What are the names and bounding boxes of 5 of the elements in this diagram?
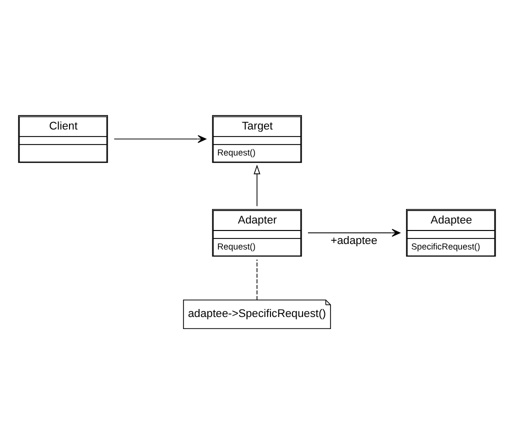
arrow — [253, 164, 260, 206]
edge-label: +adaptee — [330, 235, 377, 248]
arrow — [307, 228, 400, 237]
arrow — [113, 135, 206, 143]
connector — [256, 259, 257, 300]
